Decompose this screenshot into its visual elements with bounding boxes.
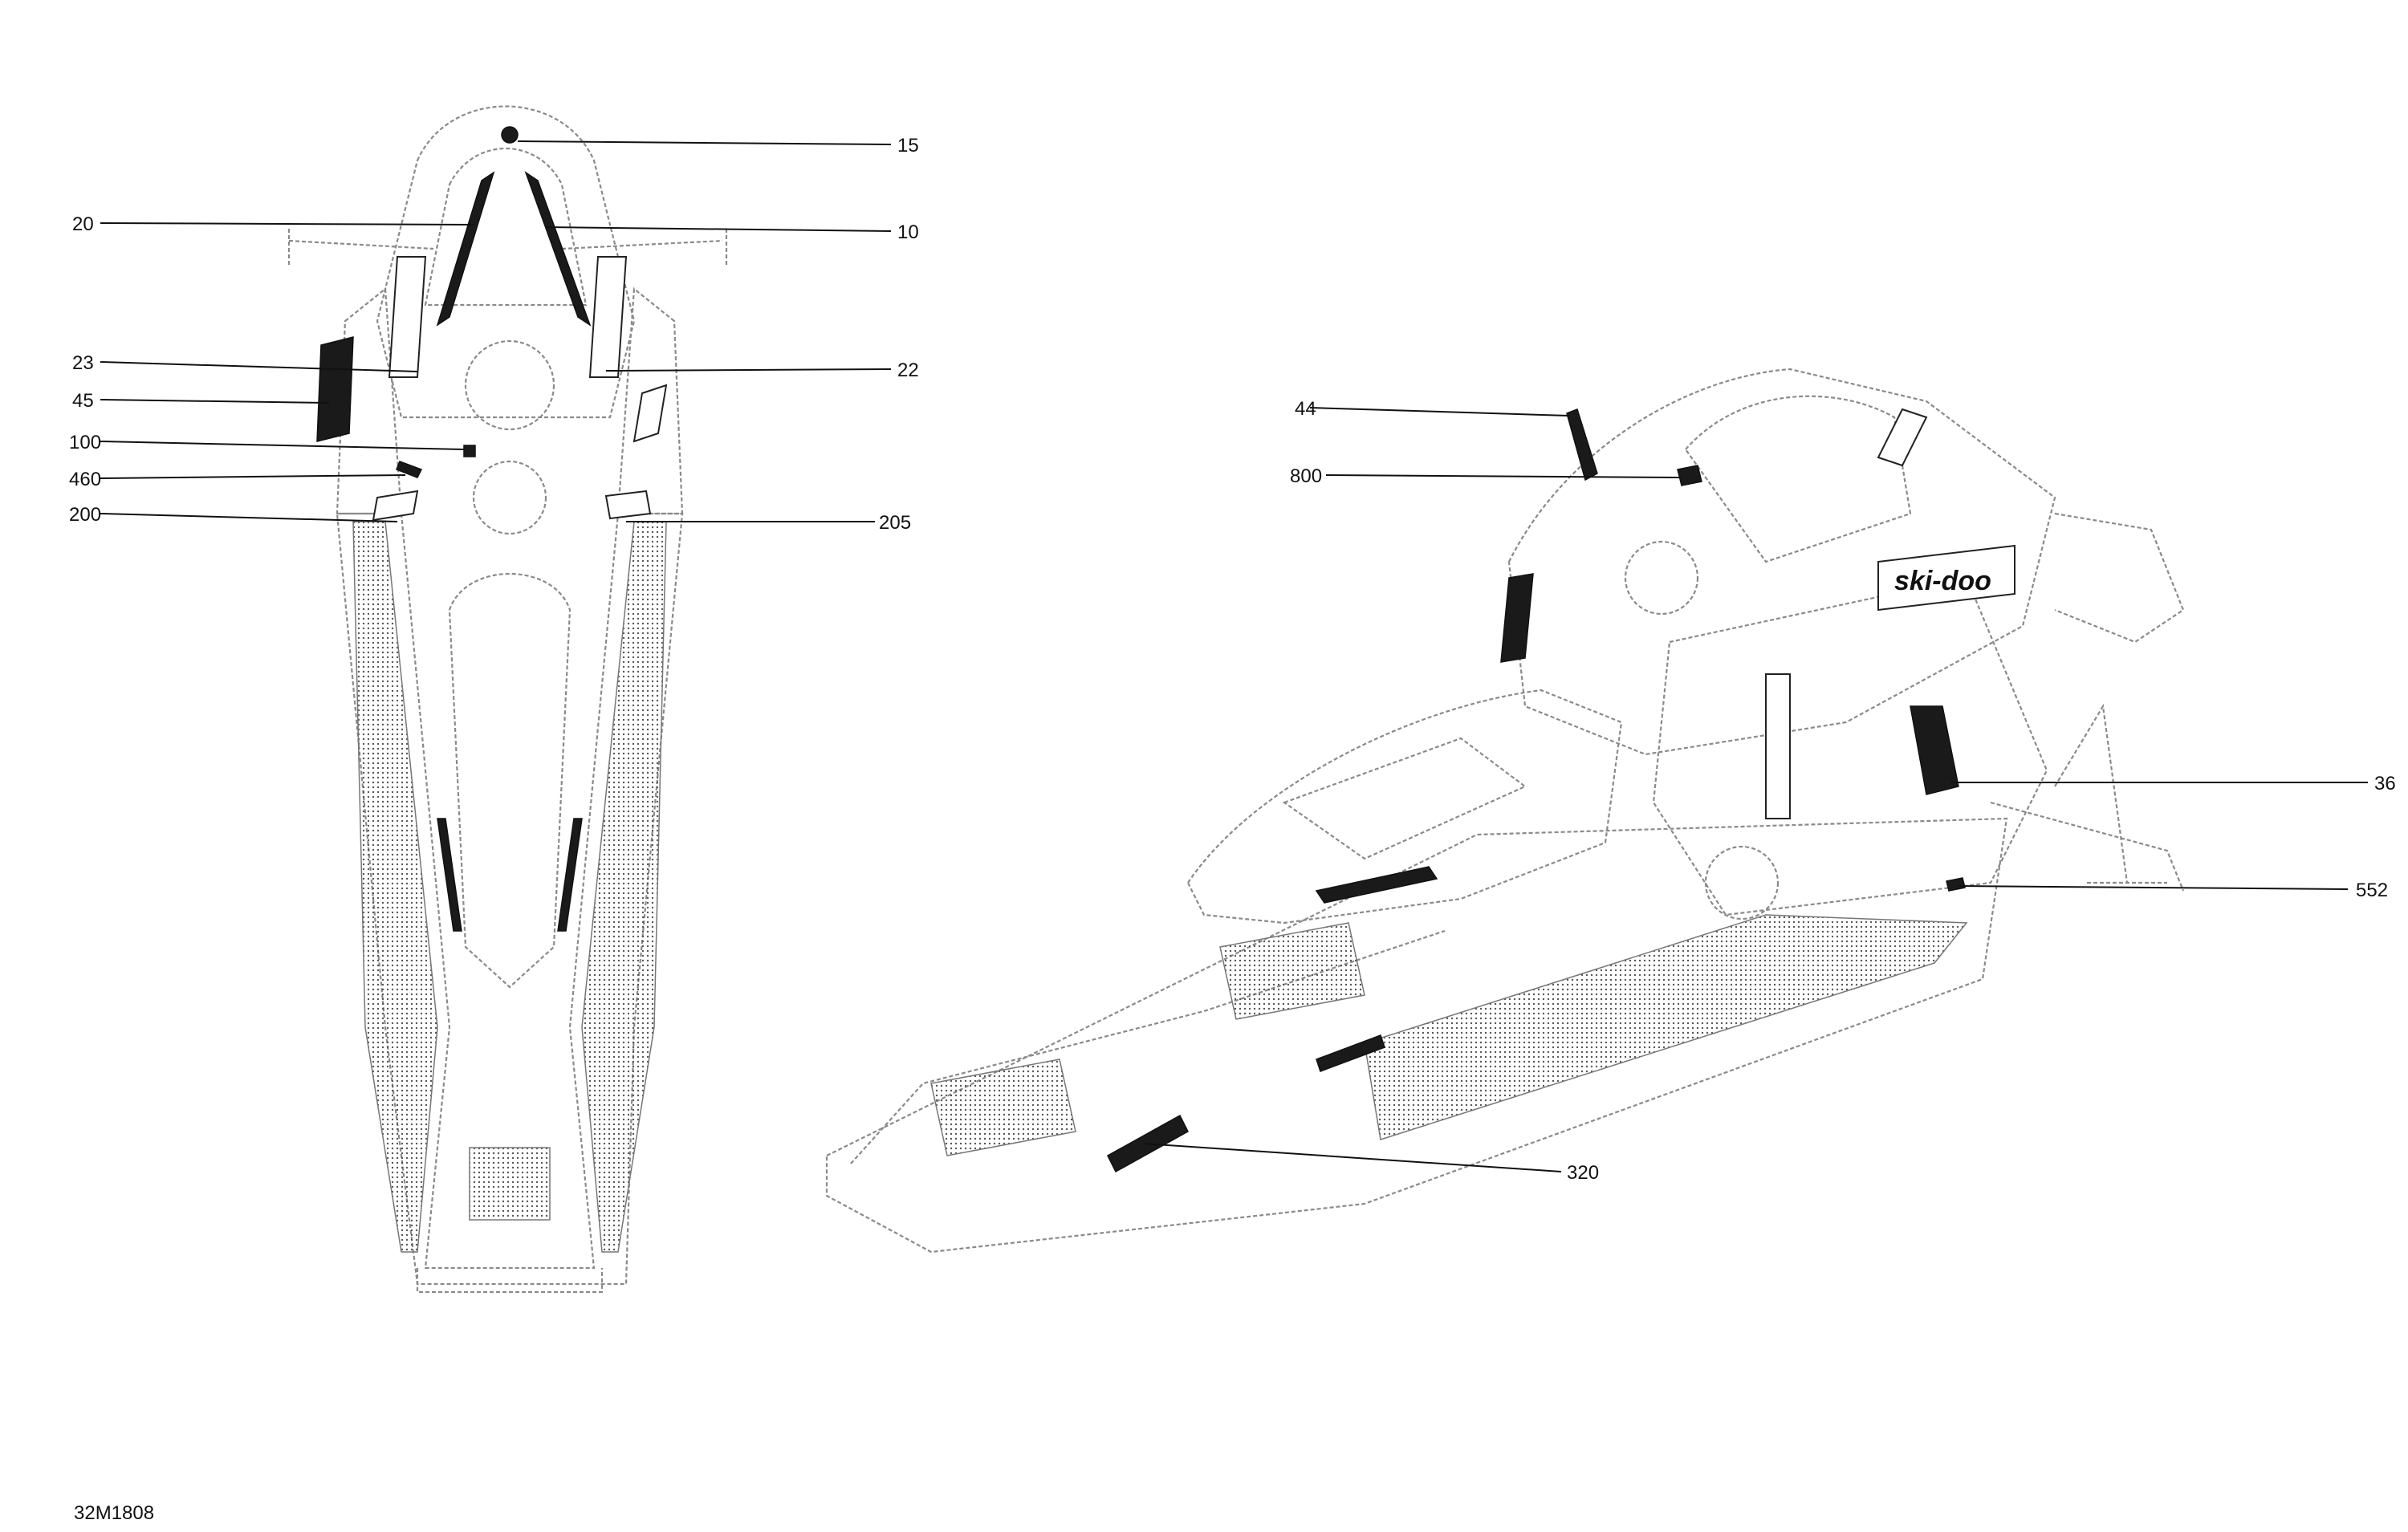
callout-23: 23 (72, 352, 94, 374)
decal-tunnel-side (1316, 1034, 1385, 1072)
decal-hood-side (1877, 408, 1928, 467)
decal-seat-stripe-right (557, 818, 583, 932)
decal-front-panel (1500, 573, 1534, 663)
decal-36-side (1910, 705, 1959, 795)
decal-460 (396, 461, 423, 478)
decal-44-vertical (1566, 408, 1598, 482)
callout-15: 15 (897, 135, 919, 156)
decal-200 (372, 490, 419, 522)
drawing-number: 32M1808 (74, 1502, 154, 1524)
decal-seat-stripe (1315, 866, 1438, 904)
callout-20: 20 (72, 213, 94, 235)
decal-100 (463, 445, 476, 457)
decal-left-brand (388, 256, 427, 378)
decal-45-side (316, 336, 354, 442)
decal-20-left-stripe (436, 171, 495, 327)
decal-800 (1677, 465, 1702, 486)
callout-45: 45 (72, 390, 94, 412)
decal-15-hood-emblem (501, 126, 519, 144)
side-brand-text: ski-doo (1894, 566, 1991, 596)
callout-205: 205 (879, 512, 911, 534)
callout-200: 200 (69, 504, 101, 526)
top-view-callouts: 15 20 10 23 22 45 100 460 200 205 (69, 135, 919, 534)
side-view-callouts: 44 800 36 552 320 (1143, 398, 2396, 1184)
decal-ski-doo-logo (1877, 544, 2015, 612)
top-view-snowmobile (287, 105, 728, 1294)
callout-800: 800 (1290, 465, 1322, 487)
decal-seat-stripe-left (437, 818, 462, 932)
decal-205 (604, 490, 652, 520)
callout-44: 44 (1295, 398, 1316, 420)
callout-320: 320 (1567, 1162, 1599, 1184)
decal-10-right-stripe (524, 171, 592, 327)
decal-552 (1946, 877, 1966, 892)
callout-10: 10 (897, 221, 919, 243)
side-view-snowmobile: ski-doo (825, 368, 2185, 1254)
callout-36: 36 (2374, 773, 2396, 794)
decal-22-side (633, 384, 668, 443)
decal-right-brand (588, 256, 628, 378)
callout-100: 100 (69, 432, 101, 453)
callout-22: 22 (897, 360, 919, 381)
callout-552: 552 (2356, 880, 2388, 901)
decal-side-panel-vertical (1765, 673, 1791, 819)
callout-460: 460 (69, 469, 101, 490)
